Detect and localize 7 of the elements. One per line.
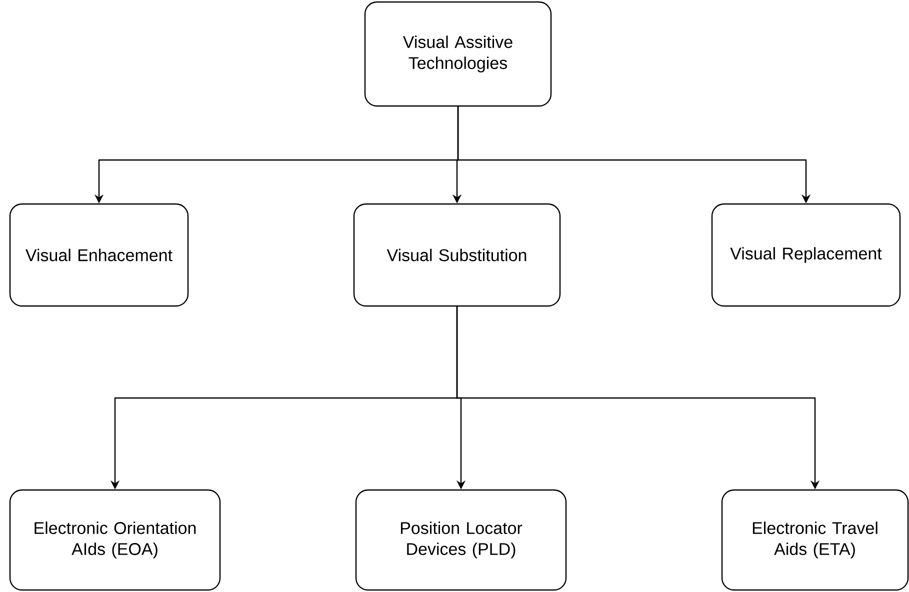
category-box: Electronic Travel Aids (ETA) bbox=[721, 489, 909, 591]
category-box: Electronic Orientation AIds (EOA) bbox=[9, 489, 221, 591]
category-box: Visual Assitive Technologies bbox=[364, 1, 552, 107]
category-box: Visual Enhacement bbox=[9, 203, 189, 307]
category-box: Visual Replacement bbox=[711, 203, 901, 307]
category-box: Visual Substitution bbox=[353, 203, 561, 307]
category-box: Position Locator Devices (PLD) bbox=[355, 489, 567, 591]
